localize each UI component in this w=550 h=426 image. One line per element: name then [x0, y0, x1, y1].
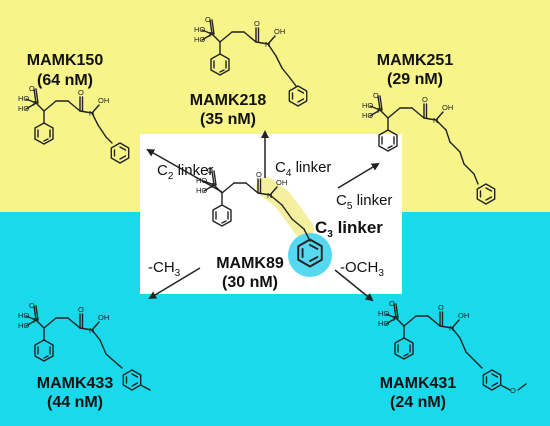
- atom-label: O: [438, 303, 444, 312]
- center-panel: [140, 134, 402, 294]
- arrow-to-mamk431: [334, 269, 374, 302]
- atom-label: O: [78, 88, 84, 97]
- atom-label: P: [377, 106, 382, 115]
- compound-activity-mamk431: (24 nM): [390, 394, 446, 411]
- compound-name-mamk431: MAMK431: [380, 375, 457, 392]
- atom-label: O: [205, 15, 211, 24]
- atom-label: O: [389, 299, 395, 308]
- atom-label: HO: [194, 25, 205, 34]
- atom-label: OH: [276, 178, 287, 187]
- label-c3-linker: C3 linker: [315, 218, 383, 240]
- atom-label: N: [89, 109, 94, 118]
- structure-mamk431: O HO O P HO O N OH: [378, 299, 527, 395]
- atom-label: OH: [98, 313, 109, 322]
- structure-mamk150: HO O P HO O N OH: [18, 84, 130, 164]
- atom-label: N: [433, 116, 438, 125]
- label-c5-linker: C5 linker: [336, 192, 392, 212]
- atom-label: OH: [274, 27, 285, 36]
- structure-mamk218: HO O P HO O N OH: [194, 15, 308, 107]
- compound-name-mamk218: MAMK218: [190, 92, 267, 109]
- compound-activity-center: (30 nM): [222, 274, 278, 291]
- atom-label: P: [209, 30, 214, 39]
- atom-label: O: [29, 84, 35, 93]
- atom-label: HO: [18, 104, 29, 113]
- atom-label: P: [33, 99, 38, 108]
- label-c2-linker: C2 linker: [157, 162, 213, 182]
- atom-label: O: [422, 95, 428, 104]
- atom-label: N: [89, 326, 94, 335]
- atom-label: OH: [442, 103, 453, 112]
- compound-activity-mamk251: (29 nM): [387, 71, 443, 88]
- compound-activity-mamk150: (64 nM): [37, 72, 93, 89]
- atom-label: HO: [18, 94, 29, 103]
- compound-name-center: MAMK89: [216, 255, 284, 272]
- arrow-to-mamk251: [337, 162, 380, 189]
- atom-label: N: [267, 191, 272, 200]
- structure-mamk433: HO O P HO O N OH: [18, 301, 151, 391]
- atom-label: HO: [362, 111, 373, 120]
- compound-activity-mamk433: (44 nM): [47, 394, 103, 411]
- atom-label: O: [510, 386, 516, 395]
- atom-label: HO: [378, 309, 389, 318]
- label-ch3: -CH3: [148, 259, 181, 279]
- atom-label: O: [256, 170, 262, 179]
- atom-label: HO: [18, 311, 29, 320]
- compound-name-mamk433: MAMK433: [37, 375, 114, 392]
- arrow-to-mamk433: [148, 267, 201, 300]
- atom-label: O: [78, 305, 84, 314]
- atom-label: N: [449, 324, 454, 333]
- atom-label: N: [265, 40, 270, 49]
- atom-label: OH: [98, 96, 109, 105]
- atom-label: HO: [18, 321, 29, 330]
- atom-label: HO: [378, 319, 389, 328]
- atom-label: P: [393, 314, 398, 323]
- compound-activity-mamk218: (35 nM): [200, 111, 256, 128]
- atom-label: HO: [362, 101, 373, 110]
- atom-label: OH: [458, 311, 469, 320]
- atom-label: P: [211, 181, 216, 190]
- atom-label: O: [254, 19, 260, 28]
- label-och3: -OCH3: [340, 259, 384, 279]
- atom-label: O: [207, 166, 213, 175]
- structure-mamk251: HO O P HO O N OH: [362, 91, 496, 205]
- atom-label: O: [373, 91, 379, 100]
- arrow-to-mamk150: [146, 149, 223, 193]
- compound-name-mamk150: MAMK150: [27, 52, 104, 69]
- atom-label: HO: [194, 35, 205, 44]
- label-c4-linker: C4 linker: [275, 159, 331, 179]
- atom-label: O: [29, 301, 35, 310]
- atom-label: P: [33, 316, 38, 325]
- structure-mamk89: HO O P HO O N OH: [196, 166, 332, 277]
- compound-name-mamk251: MAMK251: [377, 52, 454, 69]
- atom-label: HO: [196, 186, 207, 195]
